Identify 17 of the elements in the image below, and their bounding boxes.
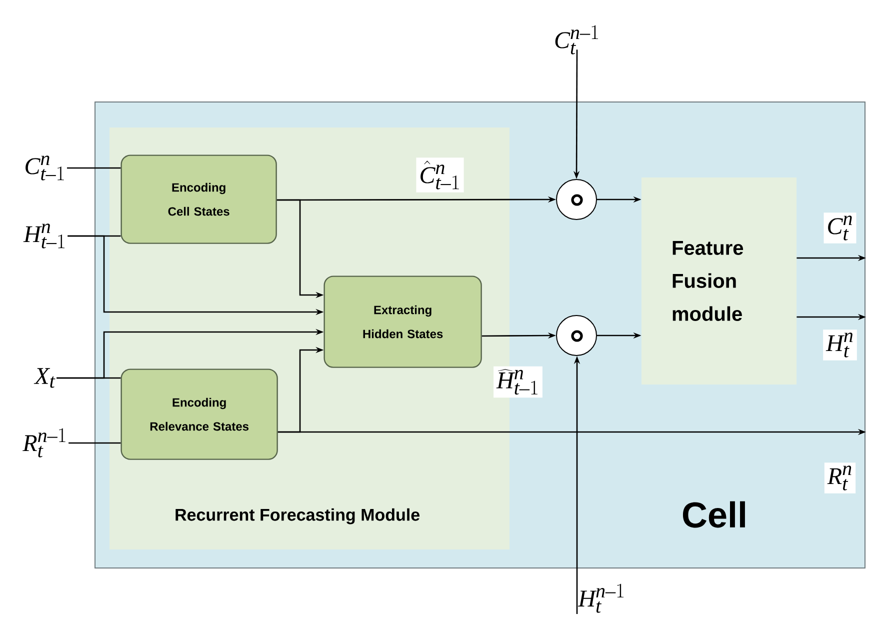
- process-box: Encoding Relevance States: [120, 368, 278, 460]
- edge-label: $C_{t}^{n}$: [824, 212, 856, 244]
- variable-label: $X_{t}$: [34, 368, 56, 388]
- variable-label: $H_{t-1}^{n}$: [23, 224, 64, 248]
- product-operator: [556, 315, 597, 356]
- process-box: Extracting Hidden States: [324, 276, 482, 368]
- edge-label: $\widehat{H}_{t-1}^{n}$: [494, 366, 542, 398]
- variable-label: $C_{t-1}^{n}$: [26, 156, 64, 180]
- variable-label: $H_{t}^{n-1}$: [578, 584, 624, 613]
- edge-label: $R_{t}^{n}$: [824, 462, 856, 494]
- edge-label: $\hat{C}_{t-1}^{n}$: [416, 158, 464, 192]
- product-operator: [556, 179, 597, 220]
- process-box: Encoding Cell States: [120, 154, 277, 244]
- edge-label: $H_{t}^{n}$: [823, 330, 857, 360]
- variable-label: $R_{t}^{n-1}$: [22, 428, 66, 458]
- variable-label: $C_{t}^{n-1}$: [555, 25, 598, 54]
- module-box: Feature Fusion module: [642, 178, 796, 384]
